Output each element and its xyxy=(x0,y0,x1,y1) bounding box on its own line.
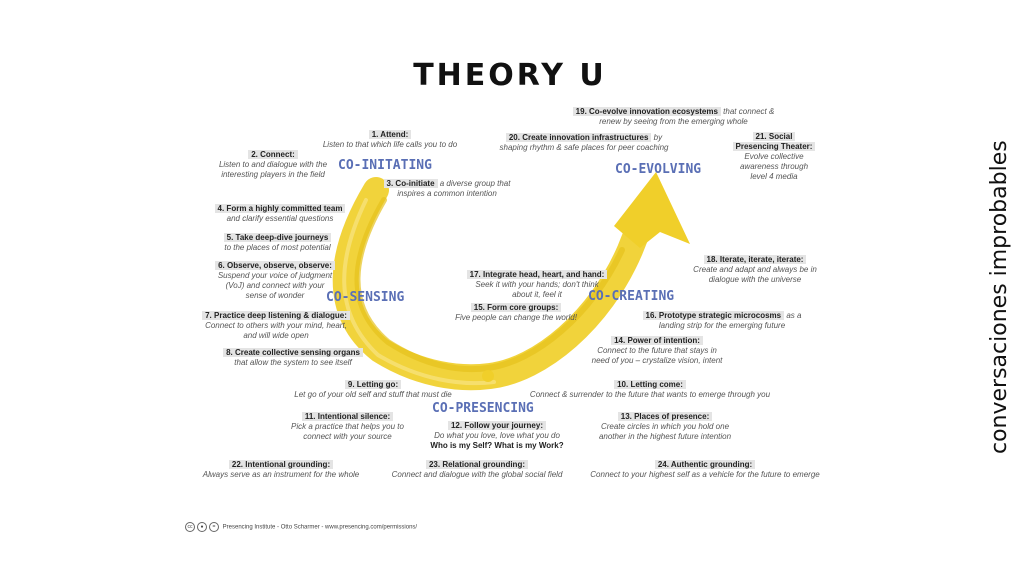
item-10: 10. Letting come:Connect & surrender to … xyxy=(529,380,771,399)
item-12: 12. Follow your journey:Do what you love… xyxy=(430,421,564,450)
item-22: 22. Intentional grounding:Always serve a… xyxy=(202,460,360,479)
phase-co-presencing: CO-PRESENCING xyxy=(432,401,534,416)
nd-icon: = xyxy=(209,522,219,532)
u-arrowhead xyxy=(614,172,690,248)
item-15: 15. Form core groups:Five people can cha… xyxy=(455,303,577,322)
footer-text: Presencing Institute - Otto Scharmer - w… xyxy=(222,524,418,531)
item-9: 9. Letting go:Let go of your old self an… xyxy=(294,380,452,399)
item-7: 7. Practice deep listening & dialogue:Co… xyxy=(196,311,356,341)
u-arrow-brush-b xyxy=(342,198,496,386)
by-icon: ● xyxy=(197,522,207,532)
item-13: 13. Places of presence:Create circles in… xyxy=(598,412,732,441)
phase-co-creating: CO-CREATING xyxy=(588,289,675,304)
item-20: 20. Create innovation infrastructures by… xyxy=(499,133,669,152)
phase-co-evolving: CO-EVOLVING xyxy=(615,162,702,177)
u-arrow-stroke xyxy=(332,177,661,391)
footer-credit: cc●= Presencing Institute - Otto Scharme… xyxy=(185,522,417,532)
u-arrow-brush-a xyxy=(354,197,625,373)
item-23: 23. Relational grounding:Connect and dia… xyxy=(391,460,563,479)
item-11: 11. Intentional silence:Pick a practice … xyxy=(291,412,404,441)
item-6: 6. Observe, observe, observe:Suspend you… xyxy=(205,261,345,301)
item-18: 18. Iterate, iterate, iterate:Create and… xyxy=(693,255,817,284)
side-caption: conversaciones improbables xyxy=(987,140,1012,454)
cc-icon: cc xyxy=(185,522,195,532)
item-1: 1. Attend:Listen to that which life call… xyxy=(322,130,458,149)
phase-co-initiating: CO-INITATING xyxy=(338,158,432,173)
item-14: 14. Power of intention:Connect to the fu… xyxy=(591,336,723,365)
diagram-title: THEORY U xyxy=(413,58,607,93)
item-17: 17. Integrate head, heart, and hand:Seek… xyxy=(462,270,612,300)
item-2: 2. Connect:Listen to and dialogue with t… xyxy=(218,150,328,179)
phase-co-sensing: CO-SENSING xyxy=(326,290,405,305)
item-24: 24. Authentic grounding:Connect to your … xyxy=(590,460,820,479)
bottom-point xyxy=(482,370,494,382)
item-19: 19. Co-evolve innovation ecosystems that… xyxy=(566,107,781,127)
